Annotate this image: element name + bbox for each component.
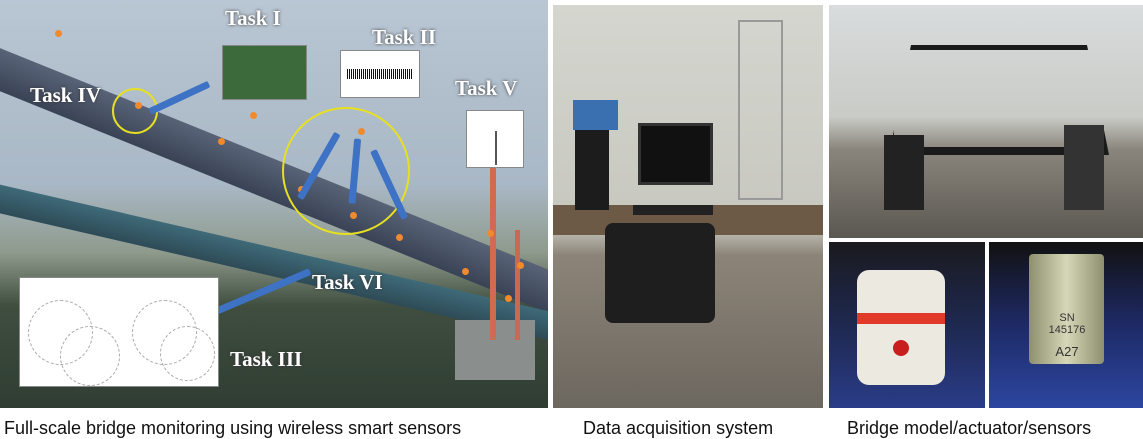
sensor-node-dot (505, 295, 512, 302)
truss-support (884, 135, 924, 210)
sensor-node-dot (396, 234, 403, 241)
sensor-node-dot (462, 268, 469, 275)
daq-unit (573, 100, 618, 130)
caption-bridge-model: Bridge model/actuator/sensors (847, 418, 1092, 438)
task-label: Task II (372, 25, 437, 49)
sensor-node-dot (250, 112, 257, 119)
caption-bridge-monitoring: Full-scale bridge monitoring using wirel… (4, 418, 462, 438)
bridge-photo-panel: Task I Task II Task III Task IV Task V T… (0, 0, 548, 408)
wind-turbine-image (466, 110, 524, 168)
caption-data-acquisition: Data acquisition system (583, 418, 774, 438)
task-label: Task V (455, 76, 518, 100)
keyboard (633, 205, 713, 215)
sensor-serial-number: 145176 (1048, 324, 1086, 336)
task-label: Task IV (30, 83, 102, 107)
sensor-node-dot (517, 262, 524, 269)
pc-tower (575, 115, 609, 210)
task-label: Task VI (312, 270, 383, 294)
wireless-sensor-image (222, 45, 307, 100)
bridge-model-panel (829, 5, 1143, 238)
highlight-circle-large (282, 107, 410, 235)
pylon (490, 150, 496, 340)
sensor-node-dot (487, 230, 494, 237)
sensor-photo-panel: SN 145176 A27 (989, 242, 1143, 408)
sensor-node-dot (55, 30, 62, 37)
sensor-node-dot (218, 138, 225, 145)
task-label: Task I (225, 6, 281, 30)
pylon (515, 230, 520, 340)
sensor-id: A27 (1055, 344, 1079, 359)
task-label: Task III (230, 347, 303, 371)
daq-photo-panel (553, 5, 823, 408)
load-cell-sensor: SN 145176 A27 (1029, 254, 1104, 364)
sensor-serial-label: SN (1059, 312, 1075, 324)
truss-support (1064, 125, 1104, 210)
signal-plot-image (340, 50, 420, 98)
actuator (857, 270, 945, 385)
arrow (148, 80, 211, 115)
actuator-photo-panel (829, 242, 985, 408)
rack-shelf (738, 20, 783, 200)
monitor (638, 123, 713, 185)
network-diagram-image (19, 277, 219, 387)
chair (605, 223, 715, 323)
